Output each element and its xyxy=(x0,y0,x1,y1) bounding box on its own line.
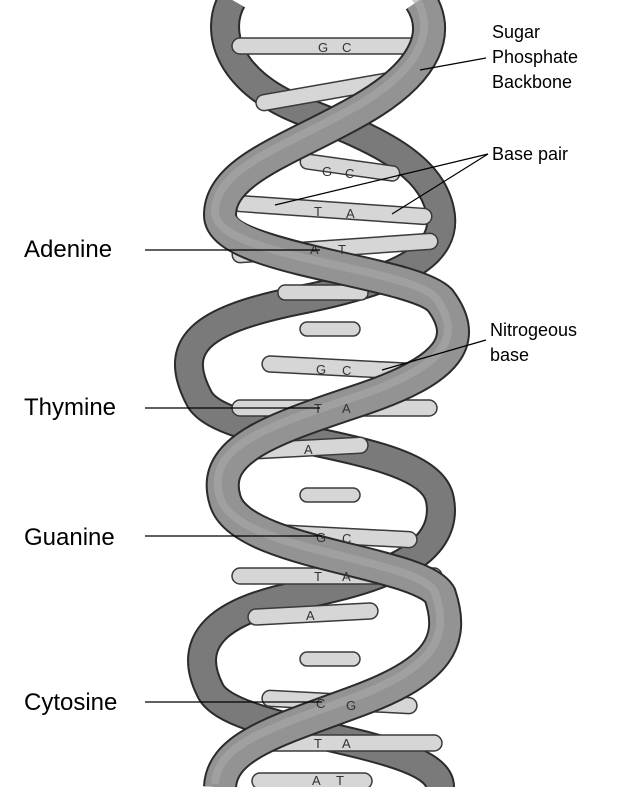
base-letter: T xyxy=(314,204,322,219)
base-letter: G xyxy=(318,40,328,55)
base-letter: G xyxy=(316,530,326,545)
base-letter: C xyxy=(342,363,351,378)
right-labels: Sugar Phosphate Backbone Base pair Nitro… xyxy=(490,22,578,365)
rung-14 xyxy=(247,602,379,626)
base-letter: A xyxy=(306,608,315,623)
rung-15 xyxy=(299,651,361,667)
base-letter: T xyxy=(338,242,346,257)
rung-3 xyxy=(299,153,401,182)
label-backbone-line-3: Backbone xyxy=(492,72,572,92)
front-strand xyxy=(202,0,470,790)
base-letter: T xyxy=(314,569,322,584)
label-cytosine: Cytosine xyxy=(24,689,117,716)
base-letter: C xyxy=(316,696,325,711)
base-letter: G xyxy=(346,698,356,713)
base-letter: A xyxy=(342,401,351,416)
label-backbone-line-2: Phosphate xyxy=(492,47,578,67)
label-guanine: Guanine xyxy=(24,524,115,551)
back-strand xyxy=(173,0,457,791)
base-letter: G xyxy=(316,362,326,377)
base-letter: A xyxy=(342,569,351,584)
leader-base-pair-1 xyxy=(274,153,489,206)
left-labels: Adenine Thymine Guanine Cytosine xyxy=(24,236,117,716)
leader-backbone xyxy=(419,57,487,71)
base-letter: A xyxy=(342,736,351,751)
label-thymine: Thymine xyxy=(24,394,116,421)
base-letter: G xyxy=(322,164,332,179)
leader-lines xyxy=(145,57,489,703)
base-letter: C xyxy=(345,166,354,181)
base-letter: A xyxy=(312,773,321,787)
rung-11 xyxy=(299,487,361,503)
leader-base-pair-2 xyxy=(391,153,489,215)
base-letter: C xyxy=(342,40,351,55)
base-letter: T xyxy=(336,773,344,787)
rung-4 xyxy=(231,194,433,226)
label-backbone-line-1: Sugar xyxy=(492,22,540,42)
base-letter: A xyxy=(346,206,355,221)
label-nitrogenous-base-line-2: base xyxy=(490,345,529,365)
rung-7 xyxy=(299,321,361,337)
label-nitrogenous-base-line-1: Nitrogeous xyxy=(490,320,577,340)
label-adenine: Adenine xyxy=(24,236,112,263)
base-letter: A xyxy=(304,442,313,457)
rung-6 xyxy=(277,284,369,301)
leader-nitrogenous-base xyxy=(381,339,487,371)
base-letter: C xyxy=(342,531,351,546)
base-letter: T xyxy=(314,736,322,751)
label-base-pair: Base pair xyxy=(492,144,568,164)
